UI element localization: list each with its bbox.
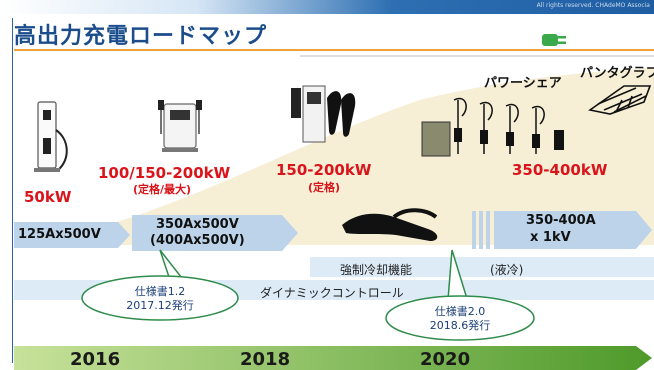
year-2020: 2020 xyxy=(420,349,471,370)
current-400a-label: (400Ax500V) xyxy=(150,233,245,248)
charger-200kw-icon xyxy=(291,85,356,143)
forced-cooling-label: 強制冷却機能 xyxy=(340,263,413,277)
timeline-bar xyxy=(14,346,652,370)
arrow-125a xyxy=(14,222,130,248)
spec-1-2-callout: 仕様書1.2 2017.12発行 xyxy=(122,285,198,313)
cooled-cable-icon xyxy=(342,208,438,241)
dynamic-control-label: ダイナミックコントロール xyxy=(260,286,404,300)
pantograph-icon xyxy=(588,85,652,115)
power-150-200kw-note: (定格) xyxy=(308,181,341,194)
plug-icon xyxy=(542,34,566,46)
power-50kw-label: 50kW xyxy=(24,188,72,206)
current-350a-label: 350Ax500V xyxy=(156,217,239,232)
arrow-350-400a xyxy=(494,211,652,249)
spec-2-0-date: 2018.6発行 xyxy=(429,319,491,332)
header-band: All rights reserved. CHAdeMO Associa xyxy=(0,0,654,14)
power-350-400kw-label: 350-400kW xyxy=(512,161,608,179)
current-350-400a-label: 350-400A xyxy=(526,213,596,228)
current-125a-label: 125Ax500V xyxy=(18,227,101,242)
arrow-stripe-2 xyxy=(479,211,483,249)
power-share-chargers-icon xyxy=(421,97,564,157)
page-title: 高出力充電ロードマップ xyxy=(14,24,268,49)
charger-150kw-icon xyxy=(158,100,202,152)
arrow-stripe-3 xyxy=(486,211,490,249)
spec-2-0-title: 仕様書2.0 xyxy=(434,305,486,318)
power-100-200kw-label: 100/150-200kW xyxy=(98,164,231,182)
power-share-label: パワーシェア xyxy=(484,76,562,91)
spec-1-2-date: 2017.12発行 xyxy=(126,299,194,312)
pantograph-label: パンタグラフ xyxy=(580,66,654,81)
forced-cooling-band xyxy=(310,257,654,277)
title-underline xyxy=(14,49,654,51)
power-100-200kw-note: (定格/最大) xyxy=(133,183,192,196)
power-150-200kw-label: 150-200kW xyxy=(276,161,372,179)
left-border-line xyxy=(12,18,13,363)
current-1kv-label: x 1kV xyxy=(530,230,571,245)
charger-50kw-icon xyxy=(34,101,68,172)
copyright-text: All rights reserved. CHAdeMO Associa xyxy=(536,2,650,9)
spec-2-0-callout: 仕様書2.0 2018.6発行 xyxy=(422,305,498,333)
arrow-stripe-1 xyxy=(472,211,476,249)
spec-1-2-title: 仕様書1.2 xyxy=(134,285,186,298)
liquid-cooled-label: (液冷) xyxy=(490,263,524,277)
year-2016: 2016 xyxy=(70,349,121,370)
year-2018: 2018 xyxy=(240,349,291,370)
arrow-350a xyxy=(132,215,298,251)
